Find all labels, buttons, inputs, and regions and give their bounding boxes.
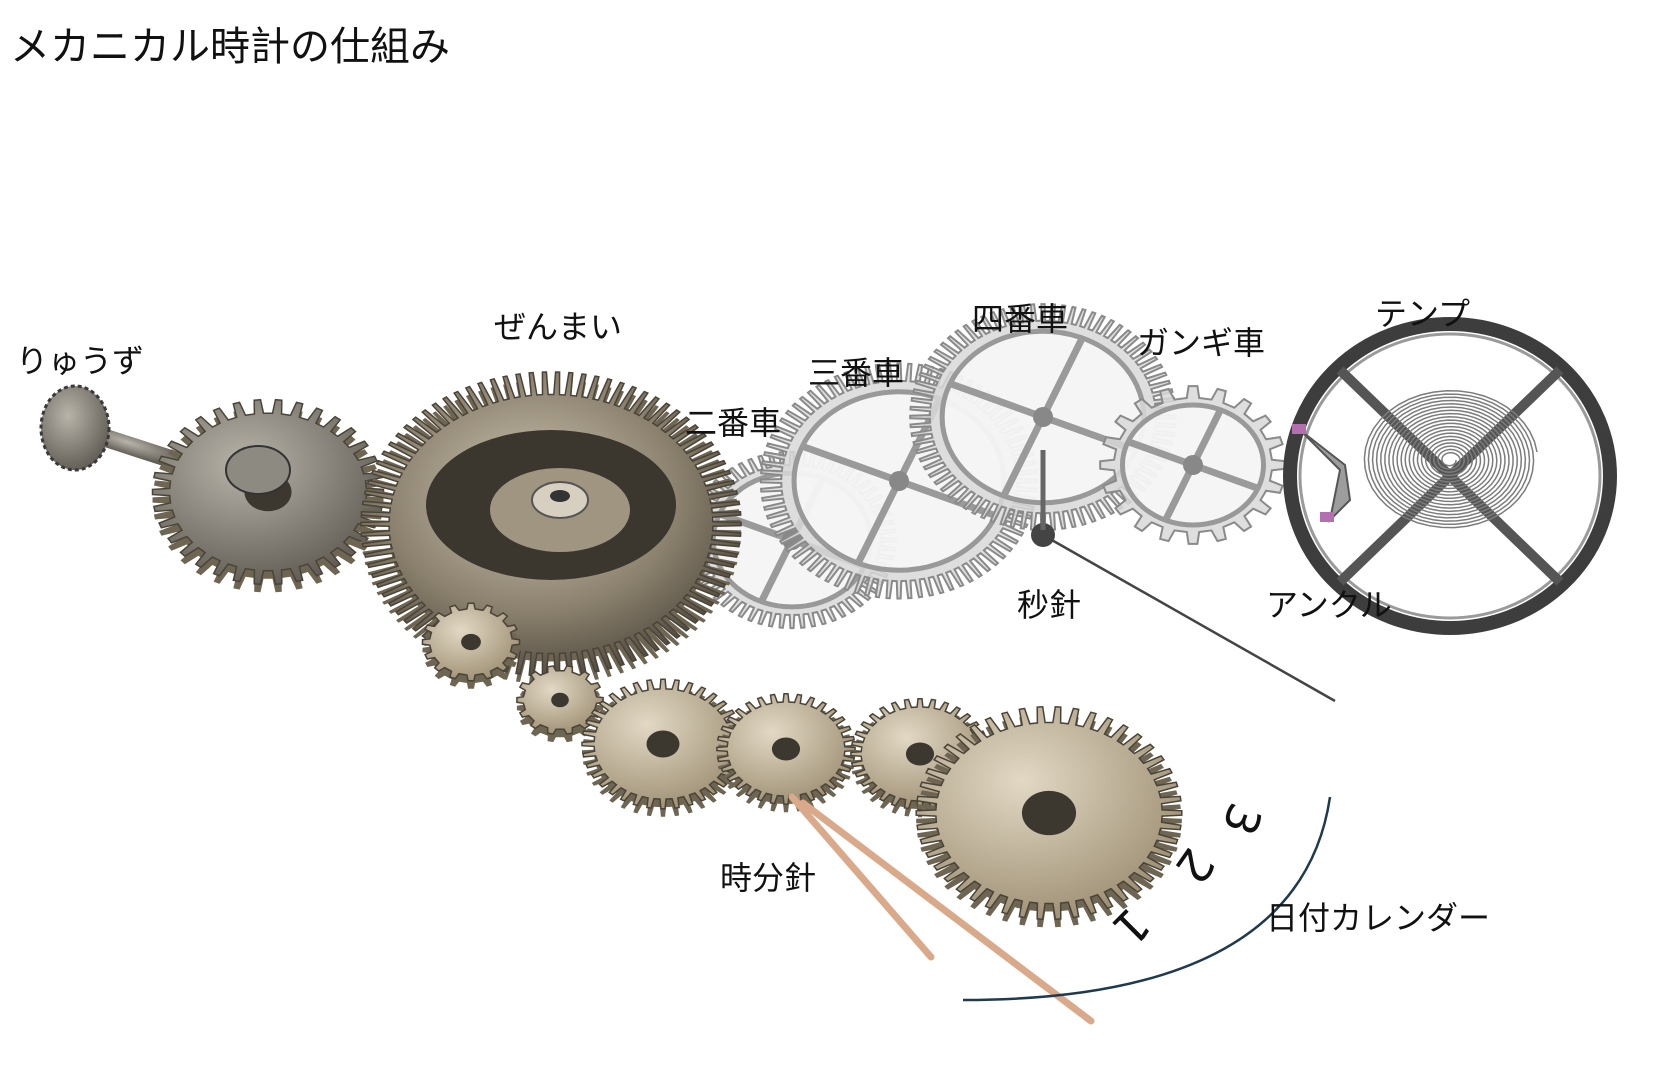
calendar-arc (962, 796, 1332, 1002)
bevel-pinion (421, 602, 521, 689)
mainspring-barrel-detail (426, 430, 676, 580)
label-second-wheel: 二番車 (685, 404, 782, 442)
calendar-digit-3: 3 (1212, 796, 1273, 842)
hour-minute-hands (788, 793, 1095, 1025)
pinion (516, 665, 604, 743)
cannon-pinion-wheel (716, 692, 856, 813)
label-mainspring: ぜんまい (494, 308, 623, 346)
date-driving-wheel (915, 706, 1183, 928)
label-balance: テンプ (1375, 295, 1471, 333)
crown (39, 384, 181, 472)
balance-wheel (1283, 317, 1617, 635)
label-hour-minute-hands: 時分針 (720, 859, 817, 897)
label-date-calendar: 日付カレンダー (1266, 899, 1491, 937)
pallet-fork (1292, 424, 1352, 524)
label-pallet-fork: アンクル (1266, 586, 1392, 624)
label-second-hand: 秒針 (1017, 586, 1082, 624)
second-hand (1031, 450, 1336, 703)
screw (225, 445, 291, 495)
label-escape-wheel: ガンギ車 (1137, 324, 1266, 362)
hairspring (1363, 390, 1538, 529)
label-third-wheel: 三番車 (808, 354, 905, 392)
hour-wheel-1 (581, 678, 745, 817)
label-crown: りゅうず (16, 342, 145, 380)
escape-wheel (1099, 385, 1287, 545)
crown-wheel (151, 398, 385, 593)
page-title: メカニカル時計の仕組み (10, 24, 450, 70)
label-fourth-wheel: 四番車 (972, 300, 1069, 338)
